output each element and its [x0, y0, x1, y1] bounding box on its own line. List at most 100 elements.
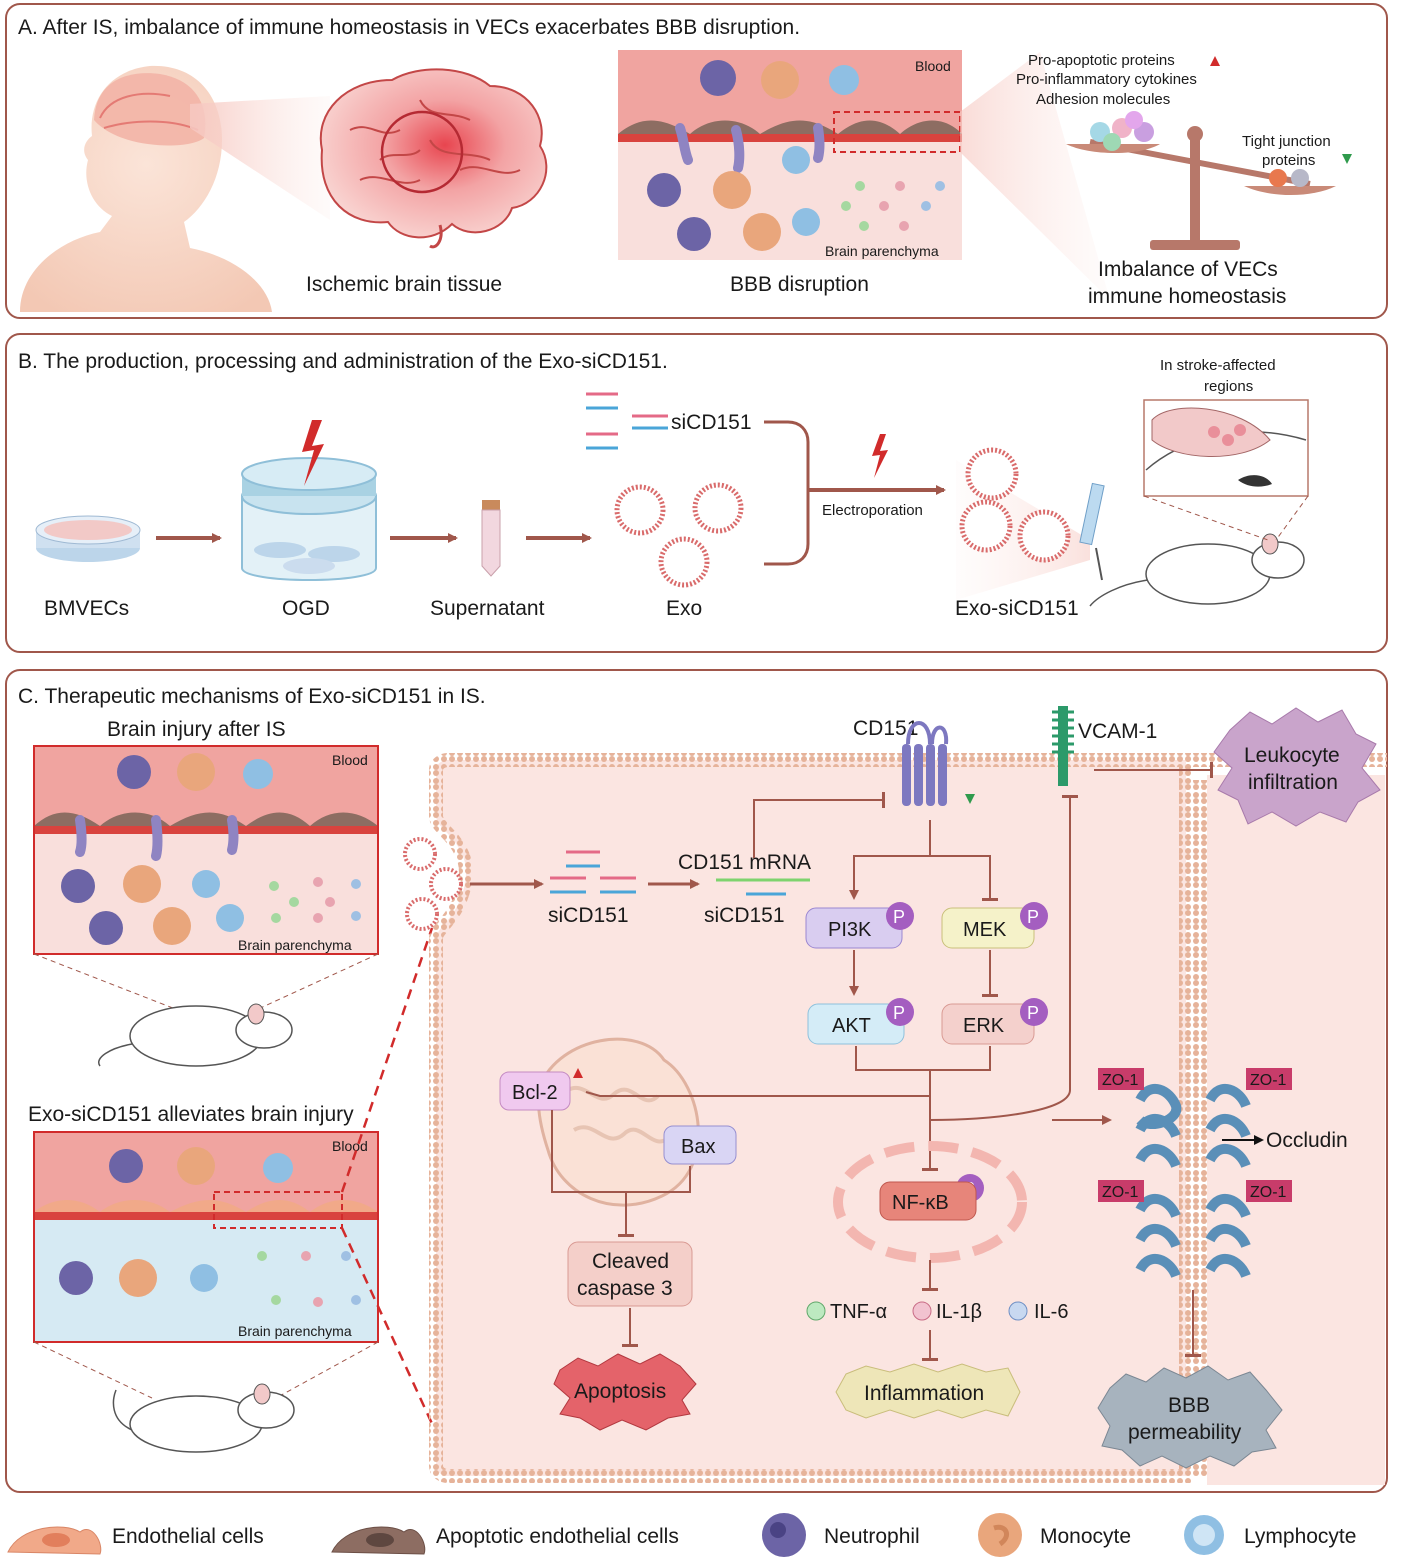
legend-lymphocyte: Lymphocyte — [1244, 1525, 1356, 1548]
cd151-branch — [849, 820, 931, 900]
zo1-label: ZO-1 — [1250, 1072, 1287, 1089]
sirna-label-c2: siCD151 — [704, 904, 785, 927]
ischemic-brain-illustration — [319, 68, 548, 249]
il6-label: IL-6 — [1034, 1301, 1068, 1323]
zo1-badge — [1098, 1180, 1144, 1202]
panel-a-cells — [647, 60, 945, 251]
erk-label: ERK — [963, 1015, 1005, 1037]
nfkb-node — [879, 1181, 977, 1221]
apoptosis-label: Apoptosis — [574, 1380, 666, 1403]
region-label-1: In stroke-affected — [1160, 357, 1276, 374]
zoom-line-top — [340, 927, 434, 1193]
lightning-icon — [872, 434, 888, 478]
imbalance-label-1: Imbalance of VECs — [1098, 258, 1278, 281]
sirna-label-c: siCD151 — [548, 904, 629, 927]
nfkb-label: NF-κB — [892, 1192, 949, 1214]
alleviate-blood-label: Blood — [332, 1138, 368, 1154]
imbalance-label-2: immune homeostasis — [1088, 285, 1286, 308]
phospho-label: P — [893, 1003, 905, 1023]
zoom-beam-brain — [190, 96, 330, 220]
mouse-illustration-alleviate — [112, 1383, 295, 1453]
tight-junction-label-2: proteins — [1262, 152, 1315, 169]
inset-guide-1 — [1143, 495, 1269, 541]
monocyte-icon — [978, 1513, 1022, 1557]
syringe-icon — [1079, 482, 1105, 581]
vcam1-label: VCAM-1 — [1078, 720, 1157, 743]
mek-label: MEK — [963, 919, 1007, 941]
injury-title: Brain injury after IS — [107, 718, 286, 741]
exosome-icons — [614, 482, 744, 588]
il6-dot-icon — [1008, 1301, 1028, 1321]
legend-monocyte: Monocyte — [1040, 1525, 1131, 1548]
bbb-permeability-label-2: permeability — [1128, 1421, 1242, 1444]
zo1-label: ZO-1 — [1250, 1184, 1287, 1201]
tnf-dot-icon — [806, 1301, 826, 1321]
legend-endothelial: Endothelial cells — [112, 1525, 264, 1548]
injury-blood-label: Blood — [332, 752, 368, 768]
lymphocyte-icon — [792, 208, 820, 236]
phospho-badges — [886, 902, 1048, 1202]
test-tube-icon — [481, 500, 501, 577]
bbb-blood-label: Blood — [915, 58, 951, 74]
pro-inflammatory-label: Pro-inflammatory cytokines — [1016, 71, 1197, 88]
alleviate-guide-left — [33, 1341, 153, 1399]
neutrophil-icon — [647, 173, 681, 207]
neutrophil-icon — [700, 60, 736, 96]
tnf-label: TNF-α — [830, 1301, 887, 1323]
legend: Endothelial cells Apoptotic endothelial … — [7, 1513, 1356, 1557]
sirna-icons — [586, 392, 668, 450]
bbb-permeability-label-1: BBB — [1168, 1394, 1210, 1417]
zo1-badge — [1246, 1068, 1292, 1090]
vcam1-receptor-icon — [1052, 706, 1074, 786]
lymphocyte-icon — [829, 65, 859, 95]
membrane-exosomes — [403, 837, 463, 931]
step-supernatant: Supernatant — [430, 597, 545, 620]
inflammation-label: Inflammation — [864, 1382, 984, 1405]
pi3k-label: PI3K — [828, 919, 872, 941]
injury-parenchyma-label: Brain parenchyma — [238, 937, 352, 953]
caspase-label-1: Cleaved — [592, 1250, 669, 1273]
sirna-label-b: siCD151 — [671, 411, 752, 434]
bbb-parenchyma-label: Brain parenchyma — [825, 243, 939, 259]
mouse-illustration-injury — [98, 1003, 293, 1067]
caspase-node — [567, 1241, 693, 1307]
merge-bracket — [764, 420, 810, 566]
bbb-disruption-label: BBB disruption — [730, 273, 869, 296]
legend-apoptotic: Apoptotic endothelial cells — [436, 1525, 679, 1548]
step-ogd: OGD — [282, 597, 330, 620]
phospho-label: P — [1027, 907, 1039, 927]
panel-b-title: B. The production, processing and admini… — [18, 350, 668, 373]
caspase-label-2: caspase 3 — [577, 1277, 673, 1300]
panel-c-title: C. Therapeutic mechanisms of Exo-siCD151… — [18, 685, 486, 708]
ogd-jar-icon — [241, 420, 377, 581]
alleviate-guide-right — [275, 1341, 379, 1399]
leukocyte-badge — [1213, 707, 1381, 827]
mito-to-caspase — [551, 1110, 691, 1236]
zo1-badge — [1246, 1180, 1292, 1202]
leukocyte-label-2: infiltration — [1248, 771, 1338, 794]
intracellular-sirna-icons — [550, 850, 636, 894]
alleviate-title: Exo-siCD151 alleviates brain injury — [28, 1103, 354, 1126]
mouse-brain-inset — [1143, 399, 1309, 497]
cd151-receptor-icon — [902, 721, 949, 806]
legend-neutrophil: Neutrophil — [824, 1525, 920, 1548]
bcl2-link — [585, 1091, 930, 1097]
exo-sicd151-icons — [959, 447, 1071, 563]
monocyte-icon — [743, 213, 781, 251]
ischemic-brain-label: Ischemic brain tissue — [306, 273, 502, 296]
alleviate-parenchyma-label: Brain parenchyma — [238, 1323, 352, 1339]
feedback-vcam — [929, 795, 1078, 1121]
tight-junction-illustration — [1135, 1083, 1251, 1279]
bcl2-label: Bcl-2 — [512, 1082, 558, 1104]
petri-dish-icon — [35, 515, 141, 562]
leukocyte-label-1: Leukocyte — [1244, 744, 1340, 767]
phospho-label: P — [1027, 1003, 1039, 1023]
cd151-label: CD151 — [853, 717, 918, 740]
apoptosis-badge — [553, 1353, 697, 1431]
bcl2-node — [499, 1071, 571, 1111]
inhibit-cd151 — [753, 792, 885, 858]
lymphocyte-icon — [782, 146, 810, 174]
monocyte-icon — [713, 171, 751, 209]
zo1-badge — [1098, 1068, 1144, 1090]
